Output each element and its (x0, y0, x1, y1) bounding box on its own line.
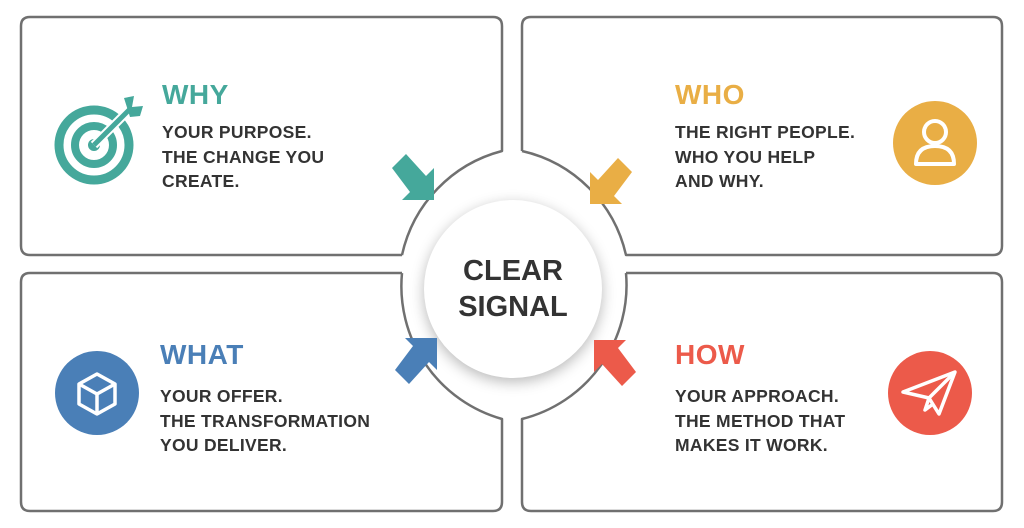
arrow-who (590, 158, 632, 204)
how-title: HOW (675, 339, 745, 370)
what-description: YOUR OFFER. THE TRANSFORMATION YOU DELIV… (160, 386, 371, 455)
who-title: WHO (675, 79, 745, 110)
what-title: WHAT (160, 339, 244, 370)
why-title: WHY (162, 79, 229, 110)
box-icon (55, 351, 139, 435)
paper-plane-icon (888, 351, 972, 435)
how-description: YOUR APPROACH. THE METHOD THAT MAKES IT … (675, 386, 846, 455)
arrow-why (392, 154, 434, 200)
arrow-how (594, 340, 636, 386)
who-description: THE RIGHT PEOPLE. WHO YOU HELP AND WHY. (675, 122, 856, 191)
user-icon (893, 101, 977, 185)
center-label: CLEAR SIGNAL (458, 255, 568, 323)
center-circle: CLEAR SIGNAL (424, 200, 602, 378)
arrow-what (395, 338, 437, 384)
why-description: YOUR PURPOSE. THE CHANGE YOU CREATE. (162, 122, 325, 191)
target-icon (54, 96, 143, 185)
